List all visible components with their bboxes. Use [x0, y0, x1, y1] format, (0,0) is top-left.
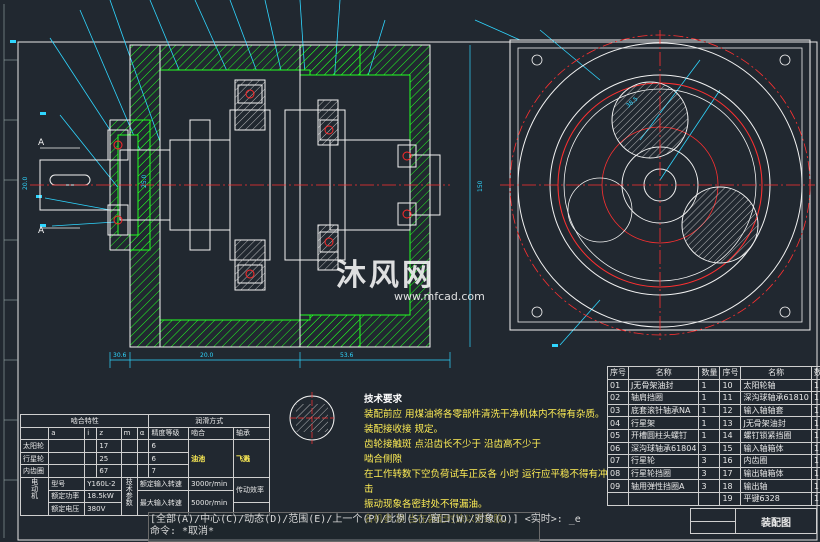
col-mesh: 啮合 [188, 426, 234, 441]
command-line[interactable]: [全部(A)/中心(C)/动态(D)/范围(E)/上一个(P)/比例(S)/窗口… [150, 514, 581, 538]
dim-shaft-1: 25.0 [141, 174, 148, 188]
col-a: a [48, 426, 86, 441]
parts-header-qty2: 数量 [810, 366, 820, 380]
cell-grade: 7 [148, 464, 190, 478]
voltage: 380V [84, 502, 122, 516]
command-history: [全部(A)/中心(C)/动态(D)/范围(E)/上一个(P)/比例(S)/窗口… [150, 514, 581, 525]
cell-z: 17 [96, 439, 122, 453]
section-label-a-top: A [38, 138, 45, 148]
voltage-label: 额定电压 [48, 502, 86, 516]
watermark: 沐风网 www.mfcad.com [336, 250, 485, 303]
col-alpha: α [136, 426, 150, 441]
tech-line: 齿轮接触斑 点沿齿长不少于 沿齿高不少于 [364, 439, 542, 450]
params-header-left: 啮合特性 [19, 414, 150, 428]
tech-line: 在工作转数下空负荷试车正反各 小时 运行应平稳不得有冲击 [364, 469, 608, 495]
row-label: 太阳轮 [19, 439, 50, 453]
tech-label: 技术参数 [120, 476, 138, 516]
parts-header-name: 名称 [627, 366, 700, 380]
tech-requirements-title: 技术要求 [364, 394, 403, 405]
cell-z: 67 [96, 464, 122, 478]
params-table: 啮合特性 润滑方式 a i z m α 精度等级 啮合 轴承 太阳轮 17 6 … [19, 414, 270, 516]
motor-type: Y160L-2 [84, 476, 122, 491]
balloon-markers [10, 40, 558, 347]
section-label-a-bottom: A [38, 226, 45, 236]
tech-requirements: 技术要求 装配前应 用煤油将各零部件清洗干净机体内不得有杂质。 装配接收接 规定… [364, 392, 614, 527]
parts-header-qty: 数量 [698, 366, 721, 380]
lube-1: 油池 [188, 439, 234, 478]
planet-gear-left [567, 177, 633, 243]
power: 18.5kW [84, 489, 122, 504]
section-view[interactable]: A A 30.6 20.0 53.6 25.0 20.0 150 [22, 44, 484, 368]
row-label: 内齿圈 [19, 464, 50, 478]
col-grade: 精度等级 [148, 426, 190, 441]
motor-type-label: 型号 [48, 476, 86, 491]
power-label: 额定功率 [48, 489, 86, 504]
rated-speed-label: 额定输入转速 [136, 476, 190, 491]
col-m: m [120, 426, 138, 441]
planet-gear-top [611, 81, 689, 159]
tech-line: 装配接收接 规定。 [364, 424, 444, 435]
tech-line: 振动现象各密封处不得漏油。 [364, 499, 488, 510]
params-header-right: 润滑方式 [148, 414, 270, 428]
bearings [107, 84, 417, 284]
cell-grade: 6 [148, 439, 190, 453]
dim-bottom-mid: 20.0 [200, 352, 214, 359]
command-input[interactable]: 命令: *取消* [150, 526, 215, 537]
watermark-text: 沐风网 [336, 258, 435, 293]
dim-bottom-right: 53.6 [340, 352, 354, 359]
col-i: i [84, 426, 98, 441]
col-bearing: 轴承 [233, 426, 270, 441]
tech-line: 啮合侧隙 [364, 454, 403, 465]
col-z: z [96, 426, 122, 441]
parts-header-name2: 名称 [740, 366, 812, 380]
efficiency-label: 传动效率 [233, 476, 270, 504]
dim-shaft-2: 20.0 [22, 176, 29, 190]
tech-line: 装配前应 用煤油将各零部件清洗干净机体内不得有杂质。 [364, 409, 605, 420]
end-view[interactable]: 38.5 [500, 30, 815, 340]
watermark-url: www.mfcad.com [394, 290, 485, 303]
bolt-holes [531, 54, 791, 318]
lube-2: 飞溅 [233, 439, 270, 478]
dim-right-tall: 150 [477, 180, 484, 192]
parts-header-no2: 序号 [719, 366, 742, 380]
cell-z: 25 [96, 451, 122, 466]
dim-bottom-left: 30.6 [113, 352, 127, 359]
motor-label: 电动机 [19, 476, 50, 516]
cell-grade: 6 [148, 451, 190, 466]
dimension-lines [109, 45, 471, 368]
max-speed: 5000r/min [188, 489, 234, 516]
planet-gears [189, 79, 339, 291]
title-block: 装配图 [690, 507, 817, 535]
row-label: 行星轮 [19, 451, 50, 466]
title-block-name: 装配图 [735, 507, 817, 535]
key-section-detail [289, 392, 335, 444]
parts-header-no: 序号 [607, 366, 629, 380]
rated-speed: 3000r/min [188, 476, 234, 491]
planet-gear-bottom [681, 186, 759, 264]
